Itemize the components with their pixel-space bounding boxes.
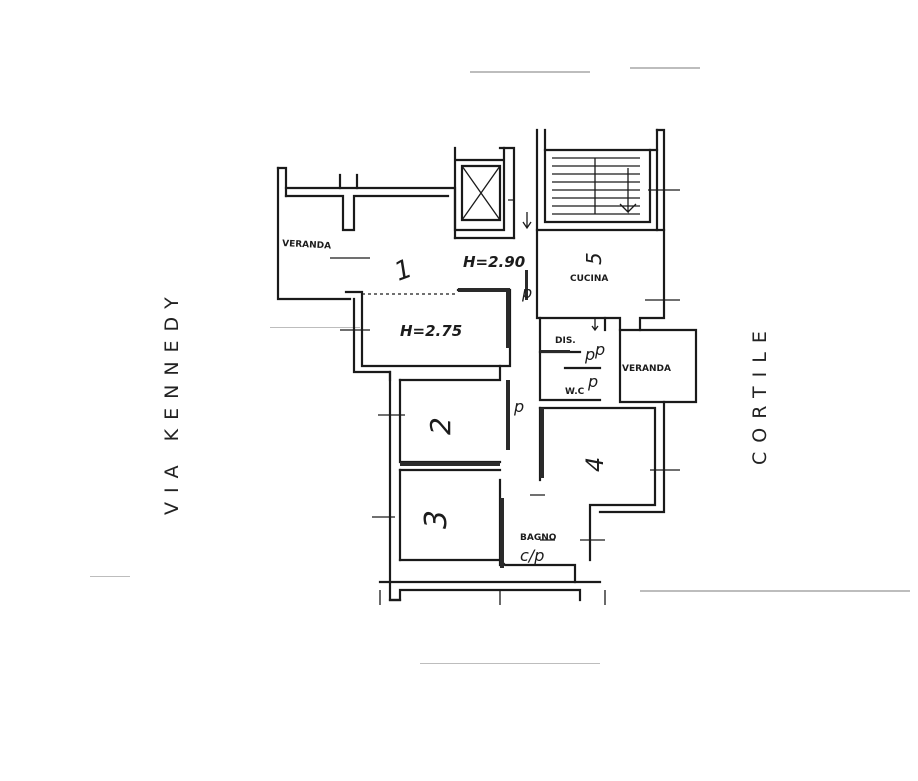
floor-code-2: p xyxy=(584,345,595,364)
scan-noise xyxy=(90,67,910,664)
arrow-icon-2 xyxy=(591,318,599,332)
dis-label: DIS. xyxy=(555,336,576,346)
veranda-left-label: VERANDA xyxy=(282,239,331,252)
floor-code-1: p xyxy=(521,283,532,302)
wc-label: W.C xyxy=(565,387,585,397)
bagno-label: BAGNO xyxy=(520,533,557,543)
stair-treads xyxy=(552,157,640,215)
wall-lines xyxy=(276,128,698,602)
street-label: VIA KENNEDY xyxy=(161,288,183,515)
room-1-label: 1 xyxy=(390,254,416,288)
veranda-right-label: VERANDA xyxy=(622,364,671,374)
room-3-label: 3 xyxy=(419,510,454,529)
room-4-label: 4 xyxy=(581,457,609,472)
room-2-label: 2 xyxy=(424,417,457,435)
hatched-partitions xyxy=(400,270,570,568)
arrow-icon xyxy=(522,212,532,230)
courtyard-label: CORTILE xyxy=(749,322,771,465)
cucina-label: CUCINA xyxy=(570,274,608,284)
floor-code-4: p xyxy=(513,397,524,416)
height-label-2: H=2.75 xyxy=(400,322,462,340)
room-5-label: 5 xyxy=(582,252,606,265)
floor-code-6: p xyxy=(594,340,605,359)
tick-marks xyxy=(330,189,680,605)
height-label-1: H=2.90 xyxy=(463,253,525,271)
floor-code-5: c/p xyxy=(520,546,544,565)
floor-code-3: p xyxy=(587,372,598,391)
